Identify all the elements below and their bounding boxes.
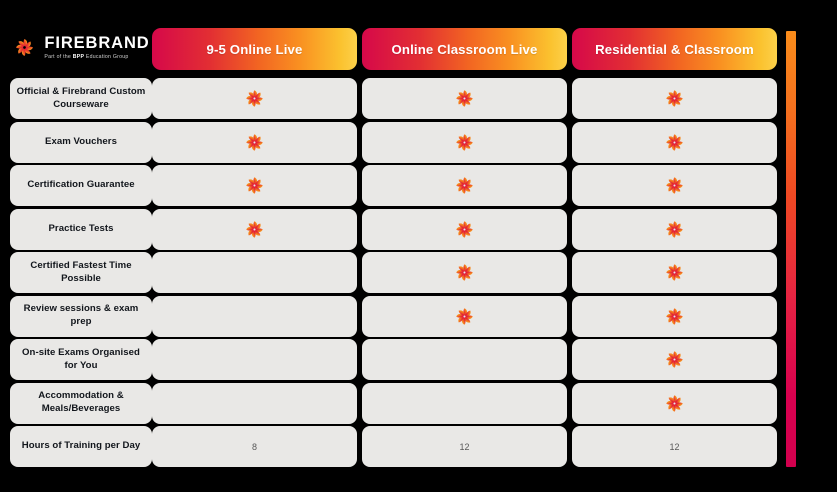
table-row: Exam Vouchers — [0, 121, 837, 163]
cell-included-firebrand-pinwheel-icon — [572, 121, 777, 163]
cell-included-firebrand-pinwheel-icon — [572, 78, 777, 119]
table-row: Review sessions & exam prep — [0, 295, 837, 337]
column-header-2[interactable]: Online Classroom Live — [362, 28, 567, 70]
row-label: Accommodation & Meals/Beverages — [10, 382, 152, 424]
cell-included-firebrand-pinwheel-icon — [362, 295, 567, 337]
table-row: Accommodation & Meals/Beverages — [0, 382, 837, 424]
cell-included-firebrand-pinwheel-icon — [362, 252, 567, 293]
cell-included-firebrand-pinwheel-icon — [152, 78, 357, 119]
cell-included-firebrand-pinwheel-icon — [152, 121, 357, 163]
table-row: Official & Firebrand Custom Courseware — [0, 78, 837, 119]
cell-empty — [152, 295, 357, 337]
cell-empty — [152, 252, 357, 293]
brand-tagline-pre: Part of the — [44, 54, 73, 61]
row-label: Certification Guarantee — [10, 165, 152, 206]
row-label: Review sessions & exam prep — [10, 295, 152, 337]
brand-tagline-post: Education Group — [84, 54, 129, 61]
cell-included-firebrand-pinwheel-icon — [572, 295, 777, 337]
brand-tagline: Part of the BPP Education Group — [44, 55, 128, 60]
column-header-1[interactable]: 9-5 Online Live — [152, 28, 357, 70]
cell-included-firebrand-pinwheel-icon — [572, 165, 777, 206]
cell-empty — [362, 339, 567, 380]
cell-empty — [152, 382, 357, 424]
row-label: Hours of Training per Day — [10, 426, 152, 467]
cell-value: 12 — [362, 426, 567, 467]
cell-included-firebrand-pinwheel-icon — [362, 208, 567, 250]
firebrand-pinwheel-icon — [12, 35, 37, 60]
accent-gradient-bar — [786, 31, 796, 467]
table-row: Practice Tests — [0, 208, 837, 250]
table-row: On-site Exams Organised for You — [0, 339, 837, 380]
cell-included-firebrand-pinwheel-icon — [572, 208, 777, 250]
firebrand-logo: FIREBRAND Part of the BPP Education Grou… — [12, 24, 150, 72]
table-row: Certified Fastest Time Possible — [0, 252, 837, 293]
cell-value: 12 — [572, 426, 777, 467]
row-label: Certified Fastest Time Possible — [10, 252, 152, 293]
brand-wordmark-block: FIREBRAND Part of the BPP Education Grou… — [44, 35, 149, 60]
cell-included-firebrand-pinwheel-icon — [572, 252, 777, 293]
cell-value: 8 — [152, 426, 357, 467]
brand-name: FIREBRAND — [44, 34, 150, 53]
row-label: Official & Firebrand Custom Courseware — [10, 78, 152, 119]
row-label: On-site Exams Organised for You — [10, 339, 152, 380]
row-label: Exam Vouchers — [10, 121, 152, 163]
column-header-3[interactable]: Residential & Classroom — [572, 28, 777, 70]
cell-included-firebrand-pinwheel-icon — [362, 78, 567, 119]
cell-empty — [362, 382, 567, 424]
row-label: Practice Tests — [10, 208, 152, 250]
cell-included-firebrand-pinwheel-icon — [152, 208, 357, 250]
table-row: Certification Guarantee — [0, 165, 837, 206]
cell-included-firebrand-pinwheel-icon — [572, 339, 777, 380]
cell-empty — [152, 339, 357, 380]
cell-included-firebrand-pinwheel-icon — [572, 382, 777, 424]
cell-included-firebrand-pinwheel-icon — [152, 165, 357, 206]
brand-tagline-bpp: BPP — [72, 54, 85, 61]
cell-included-firebrand-pinwheel-icon — [362, 121, 567, 163]
cell-included-firebrand-pinwheel-icon — [362, 165, 567, 206]
